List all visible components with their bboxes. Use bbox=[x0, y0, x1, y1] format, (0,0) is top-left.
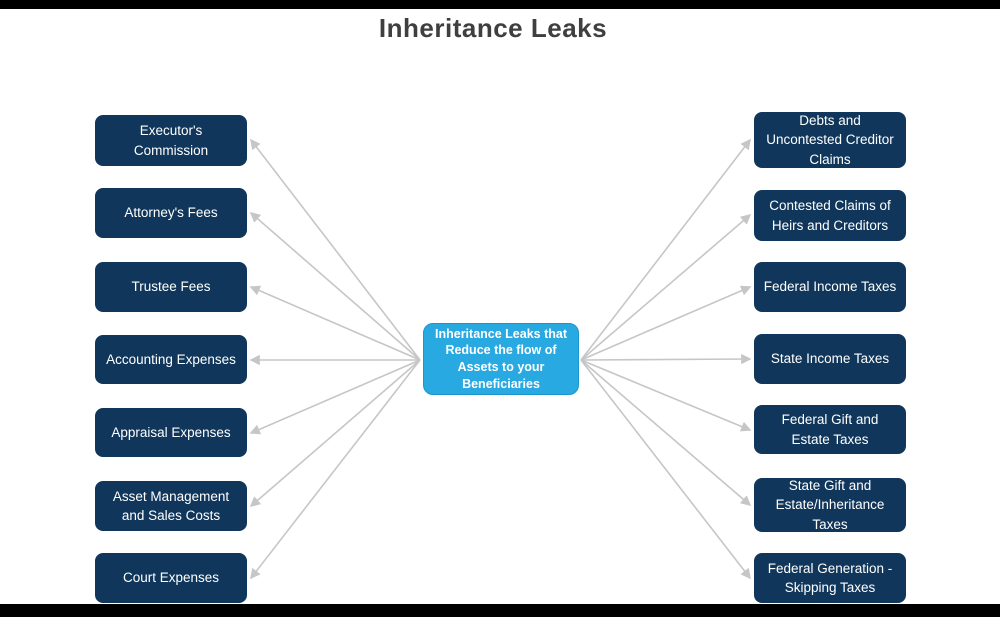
node-appraisal-expenses: Appraisal Expenses bbox=[95, 408, 247, 457]
arrow-right-0 bbox=[580, 138, 751, 361]
arrow-right-6 bbox=[580, 359, 751, 580]
node-federal-income-taxes: Federal Income Taxes bbox=[754, 262, 906, 312]
arrow-left-1 bbox=[249, 211, 421, 361]
node-attorneys-fees: Attorney's Fees bbox=[95, 188, 247, 238]
node-federal-gift-estate-taxes: Federal Gift and Estate Taxes bbox=[754, 405, 906, 454]
node-contested-claims-heirs-creditors: Contested Claims of Heirs and Creditors bbox=[754, 190, 906, 241]
node-federal-generation-skipping-taxes: Federal Generation - Skipping Taxes bbox=[754, 553, 906, 603]
arrow-right-3 bbox=[580, 353, 752, 365]
arrow-right-1 bbox=[580, 213, 752, 361]
arrow-right-2 bbox=[580, 285, 752, 361]
arrow-left-0 bbox=[250, 138, 421, 361]
node-state-income-taxes: State Income Taxes bbox=[754, 334, 906, 384]
node-asset-management-sales-costs: Asset Management and Sales Costs bbox=[95, 481, 247, 531]
arrow-left-6 bbox=[250, 359, 421, 580]
node-executors-commission: Executor's Commission bbox=[95, 115, 247, 166]
arrow-right-5 bbox=[580, 359, 752, 507]
center-node-inheritance-leaks: Inheritance Leaks that Reduce the flow o… bbox=[423, 323, 579, 395]
node-court-expenses: Court Expenses bbox=[95, 553, 247, 603]
node-accounting-expenses: Accounting Expenses bbox=[95, 335, 247, 384]
node-state-gift-estate-inheritance-taxes: State Gift and Estate/Inheritance Taxes bbox=[754, 478, 906, 532]
bottom-black-bar bbox=[0, 604, 1000, 617]
node-debts-uncontested-creditor-claims: Debts and Uncontested Creditor Claims bbox=[754, 112, 906, 168]
arrow-left-4 bbox=[249, 359, 421, 435]
arrow-left-5 bbox=[249, 359, 421, 508]
arrow-right-4 bbox=[580, 359, 752, 432]
top-black-bar bbox=[0, 0, 1000, 9]
node-trustee-fees: Trustee Fees bbox=[95, 262, 247, 312]
diagram-title: Inheritance Leaks bbox=[378, 13, 608, 43]
arrow-left-2 bbox=[249, 285, 421, 361]
